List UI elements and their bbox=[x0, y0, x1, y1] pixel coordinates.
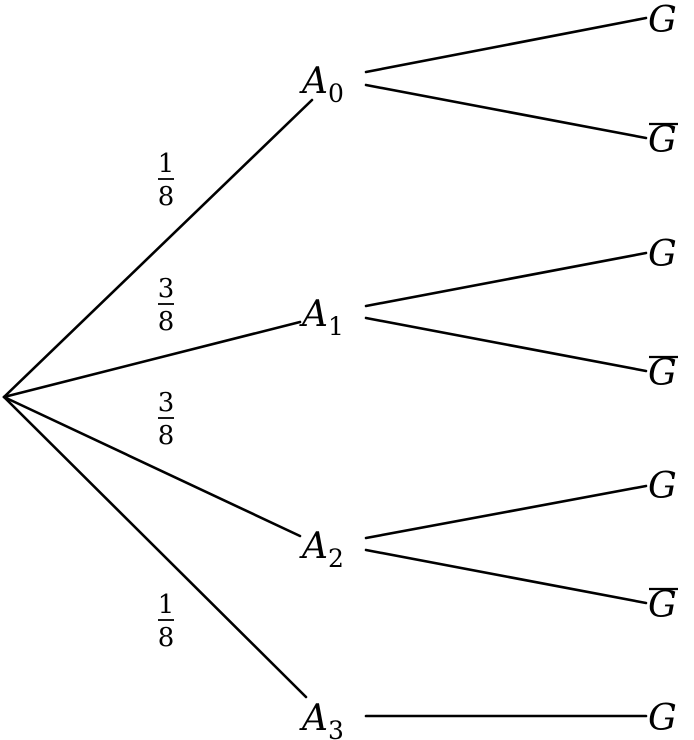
probability-denominator: 8 bbox=[158, 182, 175, 212]
branch-a2-to-g-complement bbox=[364, 548, 648, 605]
leaf-label-g-complement: G bbox=[648, 585, 677, 626]
branch-a1-to-g bbox=[364, 251, 648, 308]
node-label-a2: A2 bbox=[299, 526, 344, 573]
leaf-label-g: G bbox=[648, 698, 677, 739]
probability-denominator: 8 bbox=[158, 307, 175, 337]
branch-root-to-a1 bbox=[2, 320, 302, 399]
probability-numerator: 3 bbox=[158, 388, 175, 418]
branch-a0-to-g-complement bbox=[364, 83, 648, 140]
probability-numerator: 1 bbox=[158, 590, 175, 620]
branch-a1-to-g-complement bbox=[364, 316, 648, 373]
leaf-label-g: G bbox=[648, 466, 677, 507]
probability-denominator: 8 bbox=[158, 623, 175, 653]
branch-a2-to-g bbox=[364, 484, 648, 540]
leaf-label-g: G bbox=[648, 234, 677, 275]
leaf-label-g-complement: G bbox=[648, 353, 677, 394]
branch-a0-to-g bbox=[364, 16, 648, 74]
probability-numerator: 1 bbox=[158, 149, 175, 179]
branch-root-to-a3 bbox=[2, 395, 308, 699]
leaf-label-g: G bbox=[648, 0, 677, 41]
probability-denominator: 8 bbox=[158, 421, 175, 451]
leaf-label-g-complement: G bbox=[648, 120, 677, 161]
probability-numerator: 3 bbox=[158, 274, 175, 304]
node-label-a3: A3 bbox=[299, 698, 344, 740]
node-label-a1: A1 bbox=[299, 294, 344, 341]
branch-root-to-a0 bbox=[2, 98, 314, 399]
node-label-a0: A0 bbox=[299, 61, 344, 108]
branch-root-to-a2 bbox=[2, 395, 302, 538]
